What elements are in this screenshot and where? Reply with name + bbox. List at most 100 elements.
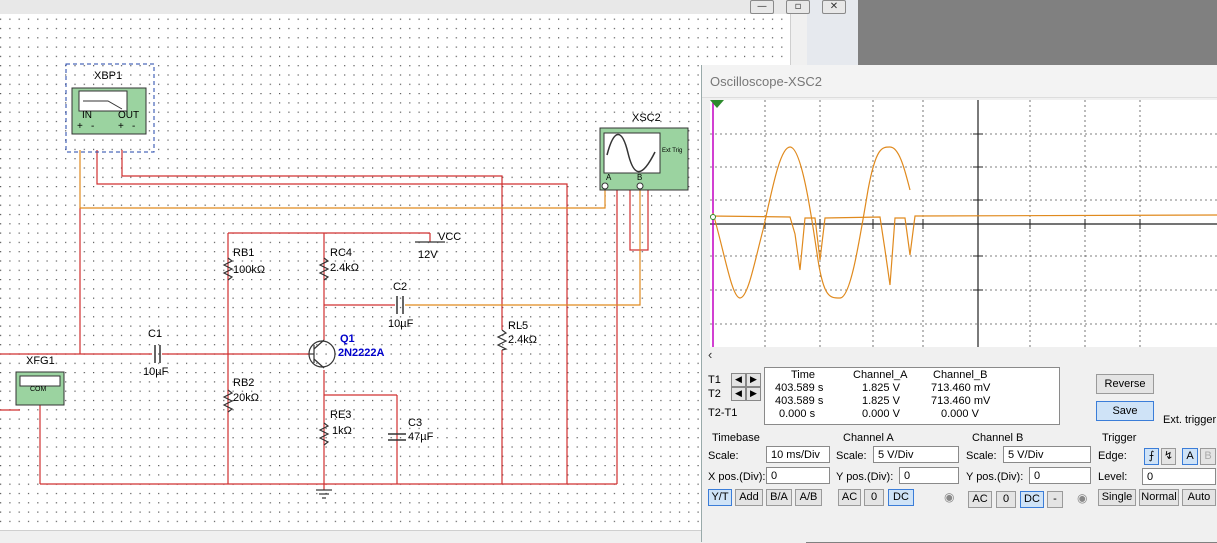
- rc4-ref: RC4: [330, 247, 353, 259]
- channel-b-dc-button[interactable]: DC: [1020, 491, 1044, 508]
- mode-add-button[interactable]: Add: [735, 489, 763, 506]
- scope-a-label: A: [606, 173, 612, 182]
- trigger-normal-button[interactable]: Normal: [1139, 489, 1179, 506]
- fgen-ref: XFG1: [26, 355, 55, 367]
- t2-b: 713.460 mV: [931, 395, 991, 407]
- re3-value: 1kΩ: [332, 425, 352, 437]
- mode-ab-button[interactable]: A/B: [795, 489, 822, 506]
- trigger-b-button[interactable]: B: [1200, 448, 1216, 465]
- channel-b-0-button[interactable]: 0: [996, 491, 1016, 508]
- channel-a-scale-label: Scale:: [836, 450, 867, 462]
- trigger-level-label: Level:: [1098, 471, 1128, 483]
- trigger-a-button[interactable]: A: [1182, 448, 1198, 465]
- rb1-ref: RB1: [233, 247, 255, 259]
- channel-a-dc-button[interactable]: DC: [888, 489, 914, 506]
- timebase-scale-input[interactable]: 10 ms/Div: [766, 446, 830, 463]
- bode-out-minus: -: [132, 121, 136, 132]
- q1-ref: Q1: [340, 333, 355, 345]
- bode-in-plus: +: [77, 121, 83, 132]
- close-button[interactable]: ✕: [822, 0, 846, 14]
- maximize-button[interactable]: ▫: [786, 0, 810, 14]
- mode-ba-button[interactable]: B/A: [766, 489, 792, 506]
- mode-yt-button[interactable]: Y/T: [708, 489, 732, 506]
- rising-edge-icon[interactable]: ⨍: [1144, 448, 1159, 465]
- schematic-canvas[interactable]: [0, 0, 790, 542]
- timebase-xpos-input[interactable]: 0: [766, 467, 830, 484]
- channel-a-scale-input[interactable]: 5 V/Div: [873, 446, 959, 463]
- scroll-left-icon[interactable]: ‹: [708, 347, 713, 362]
- t1-left-arrow-icon[interactable]: ◀: [731, 373, 746, 387]
- c1-value: 10µF: [143, 366, 169, 378]
- channel-a-ypos-input[interactable]: 0: [899, 467, 959, 484]
- oscilloscope-title: Oscilloscope-XSC2: [710, 74, 822, 89]
- t1-a: 1.825 V: [862, 382, 900, 394]
- trigger-auto-button[interactable]: Auto: [1182, 489, 1216, 506]
- t2-a: 1.825 V: [862, 395, 900, 407]
- oscilloscope-window: Oscilloscope-XSC2 ‹ T1 T2 T2-T1 ◀ ▶ ◀ ▶ …: [701, 65, 1217, 542]
- trigger-edge-label: Edge:: [1098, 450, 1127, 462]
- trigger-marker: [710, 214, 716, 220]
- channel-a-ac-button[interactable]: AC: [838, 489, 861, 506]
- t1-right-arrow-icon[interactable]: ▶: [746, 373, 761, 387]
- channel-a-radio-icon[interactable]: ◉: [944, 490, 955, 504]
- oscilloscope-screen[interactable]: [710, 100, 1217, 347]
- c1-ref: C1: [148, 328, 163, 340]
- bode-ref: XBP1: [94, 70, 123, 82]
- channel-b-ypos-input[interactable]: 0: [1029, 467, 1091, 484]
- channel-b-ac-button[interactable]: AC: [968, 491, 992, 508]
- trigger-single-button[interactable]: Single: [1098, 489, 1136, 506]
- minimize-button[interactable]: —: [750, 0, 774, 14]
- timebase-scale-label: Scale:: [708, 450, 739, 462]
- timebase-title: Timebase: [712, 432, 760, 444]
- cursor-readout: Time Channel_A Channel_B 403.589 s 1.825…: [764, 367, 1060, 425]
- c2-value: 10µF: [388, 318, 414, 330]
- hdr-channel-a: Channel_A: [853, 369, 908, 381]
- reverse-button[interactable]: Reverse: [1096, 374, 1154, 394]
- save-button[interactable]: Save: [1096, 401, 1154, 421]
- dt-b: 0.000 V: [941, 408, 979, 420]
- channel-b-ypos-label: Y pos.(Div):: [966, 471, 1024, 483]
- channel-b-title: Channel B: [972, 432, 1024, 444]
- channel-b-scale-input[interactable]: 5 V/Div: [1003, 446, 1091, 463]
- screen-scrollbar[interactable]: ‹: [702, 347, 1217, 363]
- t2-t1-label: T2-T1: [708, 407, 738, 419]
- bode-in-label: IN: [82, 110, 92, 121]
- channel-b-scale-label: Scale:: [966, 450, 997, 462]
- channel-b-invert-button[interactable]: -: [1047, 491, 1063, 508]
- c3-ref: C3: [408, 417, 423, 429]
- c3-value: 47µF: [408, 431, 434, 443]
- t2-label: T2: [708, 388, 721, 400]
- t1-label: T1: [708, 374, 721, 386]
- rb2-value: 20kΩ: [233, 392, 259, 404]
- horizontal-scrollbar[interactable]: [0, 530, 806, 543]
- vcc-value: 12V: [418, 249, 438, 261]
- rb2-ref: RB2: [233, 377, 255, 389]
- rb1-value: 100kΩ: [233, 264, 266, 276]
- oscilloscope-title-bar[interactable]: Oscilloscope-XSC2: [702, 65, 1217, 98]
- q1-value: 2N2222A: [338, 347, 385, 359]
- dt-time: 0.000 s: [779, 408, 816, 420]
- trace-channel-a: [712, 146, 911, 299]
- timebase-xpos-label: X pos.(Div):: [708, 471, 766, 483]
- scope-ref: XSC2: [632, 112, 661, 124]
- trigger-level-input[interactable]: 0: [1142, 468, 1216, 485]
- bode-in-minus: -: [91, 121, 95, 132]
- falling-edge-icon[interactable]: ↯: [1161, 448, 1176, 465]
- t2-right-arrow-icon[interactable]: ▶: [746, 387, 761, 401]
- bode-out-plus: +: [118, 121, 124, 132]
- t2-time: 403.589 s: [775, 395, 824, 407]
- ext-trigger-label: Ext. trigger: [1163, 414, 1217, 426]
- scope-b-label: B: [637, 173, 643, 182]
- rl5-value: 2.4kΩ: [508, 334, 538, 346]
- channel-b-radio-icon[interactable]: ◉: [1077, 491, 1088, 505]
- rl5-ref: RL5: [508, 320, 529, 332]
- c2-ref: C2: [393, 281, 408, 293]
- channel-a-ypos-label: Y pos.(Div):: [836, 471, 894, 483]
- channel-a-0-button[interactable]: 0: [864, 489, 884, 506]
- t1-time: 403.589 s: [775, 382, 824, 394]
- dt-a: 0.000 V: [862, 408, 900, 420]
- re3-ref: RE3: [330, 409, 352, 421]
- t2-left-arrow-icon[interactable]: ◀: [731, 387, 746, 401]
- cursor-t1-marker[interactable]: [710, 100, 724, 108]
- scope-ext-trig: Ext Trig: [662, 148, 683, 154]
